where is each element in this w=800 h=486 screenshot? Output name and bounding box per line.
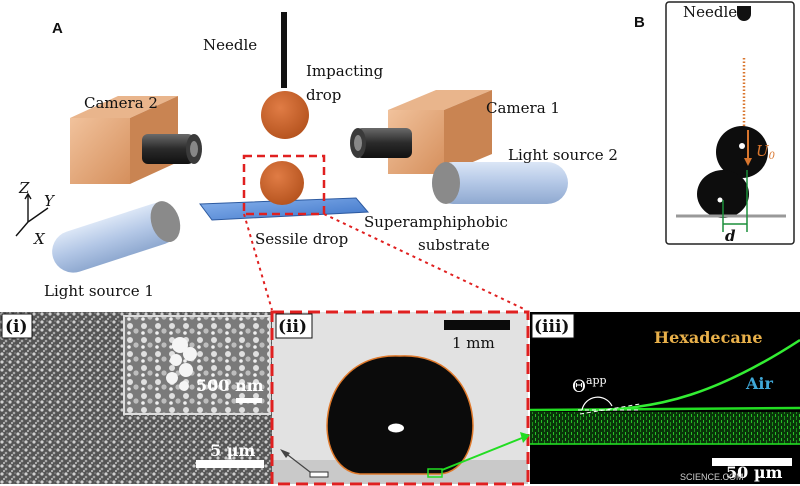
panel-b: B Needle U0 d [634, 1, 795, 245]
impacting-drop-label-2: drop [306, 86, 341, 104]
inset-iii: Θapp Hexadecane Air 50 µm SCIENCE.COM (i… [529, 312, 800, 484]
zoom-line-left [243, 213, 273, 311]
light-source-2 [432, 162, 568, 204]
inset-i-zoom-image [123, 315, 271, 415]
zoom-box [242, 154, 326, 216]
needle-label: Needle [203, 36, 257, 54]
needle-icon [281, 12, 287, 88]
inset-iii-scale-label: 50 µm [726, 463, 783, 482]
sessile-drop-profile [326, 355, 474, 475]
inset-i-zoom-scale-label: 500 nm [196, 376, 264, 395]
substrate-line [529, 406, 800, 412]
panel-b-needle-label: Needle [683, 3, 737, 21]
zoom-line-right [323, 213, 527, 311]
panel-b-frame [665, 1, 795, 245]
inset-i-scalebar [196, 460, 264, 468]
panel-a-letter: A [52, 20, 63, 37]
green-arrow [441, 437, 523, 471]
light-source-1-label: Light source 1 [44, 282, 154, 300]
axis-x-label: X [33, 230, 46, 248]
inset-iii-tag: (iii) [534, 317, 569, 337]
hexadecane-label: Hexadecane [654, 328, 763, 347]
particle-cluster [166, 337, 197, 391]
substrate-label-1: Superamphiphobic [364, 213, 508, 231]
sessile-drop-label: Sessile drop [255, 230, 348, 248]
axis-y-label: Y [44, 192, 56, 210]
needle-pointer [283, 451, 311, 473]
inset-i-tag: (i) [5, 317, 28, 337]
inset-i-scale-label: 5 µm [210, 441, 255, 460]
inset-iii-image [530, 312, 800, 484]
inset-i-zoom-scalebar [236, 398, 262, 403]
camera-2-label: Camera 2 [84, 94, 158, 112]
velocity-label: U0 [756, 142, 776, 162]
inset-ii-scale-label: 1 mm [452, 334, 495, 352]
inset-iii-scalebar [712, 458, 792, 466]
camera-1-lens-icon [356, 128, 412, 158]
inset-ii-frame [270, 310, 530, 486]
contact-angle-label: Θapp [572, 374, 607, 397]
impacting-drop-label-1: Impacting [306, 62, 384, 80]
light-source-2-label: Light source 2 [508, 146, 618, 164]
air-label: Air [745, 374, 773, 393]
watermark: SCIENCE.COM [680, 472, 744, 482]
panel-a: A Camera 2 Needle Impacting drop Sessile… [15, 12, 618, 311]
inset-i: 500 nm 5 µm (i) [0, 312, 272, 484]
light-source-1 [52, 201, 181, 273]
axis-z-label: Z [18, 179, 30, 197]
sessile-drop [260, 161, 304, 205]
impacting-drop [261, 91, 309, 139]
substrate-label-2: substrate [418, 236, 490, 254]
superamphiphobic-substrate [199, 197, 370, 221]
diameter-label: d [725, 227, 736, 245]
camera-2-lens-icon [142, 134, 194, 164]
spreading-drop [697, 170, 749, 218]
panel-b-letter: B [634, 14, 645, 31]
falling-drop [716, 126, 768, 178]
camera-2 [70, 96, 202, 184]
inset-ii: 1 mm (ii) [270, 310, 530, 486]
contact-line-box [427, 468, 443, 478]
camera-1-label: Camera 1 [486, 99, 560, 117]
camera-1 [350, 90, 492, 174]
interface-curve [589, 338, 800, 412]
panel-b-needle-icon [737, 6, 751, 21]
inset-ii-scalebar [444, 320, 510, 330]
axes-icon [15, 192, 49, 237]
inset-ii-tag: (ii) [278, 317, 307, 337]
contact-angle-arc [581, 396, 613, 411]
